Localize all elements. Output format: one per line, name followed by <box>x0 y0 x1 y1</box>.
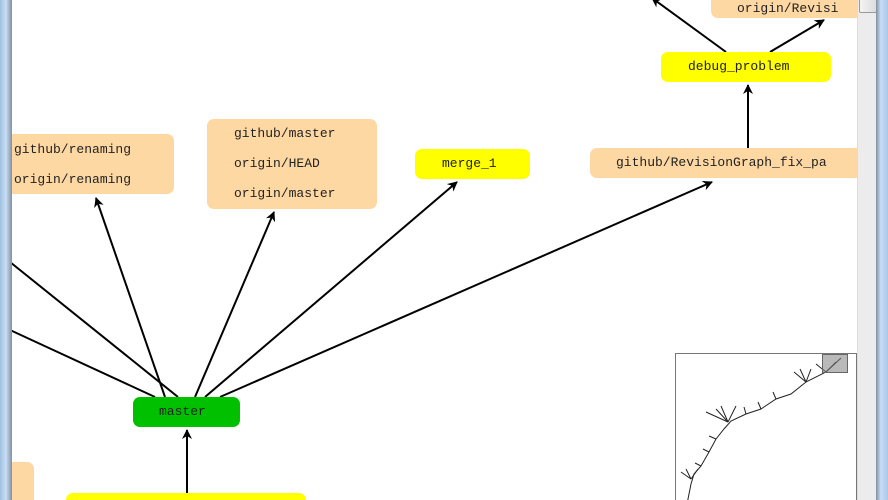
edge-master-renaming <box>94 197 166 398</box>
edge-master-merge1 <box>204 181 458 398</box>
tag-label: debug_problem <box>688 59 790 74</box>
tag-label: merge_1 <box>442 156 497 171</box>
edge-debug-up-right <box>769 19 825 53</box>
branch-label: master <box>159 404 206 419</box>
ref-label: origin/HEAD <box>234 156 320 171</box>
window-border-left <box>0 0 12 500</box>
node-bottom-left-ref[interactable] <box>12 462 34 500</box>
scrollbar-thumb[interactable] <box>859 0 877 13</box>
node-master[interactable]: master <box>133 397 240 427</box>
graph-overview-minimap[interactable] <box>675 353 857 500</box>
edge-master-fix <box>219 181 713 398</box>
minimap-graph <box>680 357 842 500</box>
ref-label: origin/Revisi <box>737 1 839 16</box>
window-border-right <box>876 0 888 500</box>
ref-label: origin/renaming <box>14 172 132 187</box>
node-fix-ref[interactable]: github/RevisionGraph_fix_pa <box>590 148 857 178</box>
node-renaming-refs[interactable]: github/renaming origin/renaming <box>12 134 174 194</box>
node-debug-problem[interactable]: debug_problem <box>661 52 831 82</box>
ref-label: github/RevisionGraph_fix_pa <box>616 155 827 170</box>
ref-label: origin/master <box>234 186 336 201</box>
vertical-scrollbar[interactable] <box>857 0 877 500</box>
edge-master-github-master <box>194 211 276 398</box>
edge-master-left-2 <box>12 329 156 398</box>
graph-edges <box>12 0 825 493</box>
node-merge-1[interactable]: merge_1 <box>415 149 530 179</box>
minimap-viewport[interactable] <box>822 354 848 373</box>
node-bottom-tag[interactable] <box>66 493 306 500</box>
edge-master-left-1 <box>12 262 179 398</box>
edge-debug-up-left <box>651 0 727 53</box>
ref-label: github/master <box>234 126 336 141</box>
node-top-ref[interactable]: origin/Revisi <box>711 0 857 18</box>
ref-label: github/renaming <box>14 142 132 157</box>
revision-graph-canvas[interactable]: origin/Revisi debug_problem github/Revis… <box>12 0 857 500</box>
node-master-refs[interactable]: github/master origin/HEAD origin/master <box>207 119 377 209</box>
